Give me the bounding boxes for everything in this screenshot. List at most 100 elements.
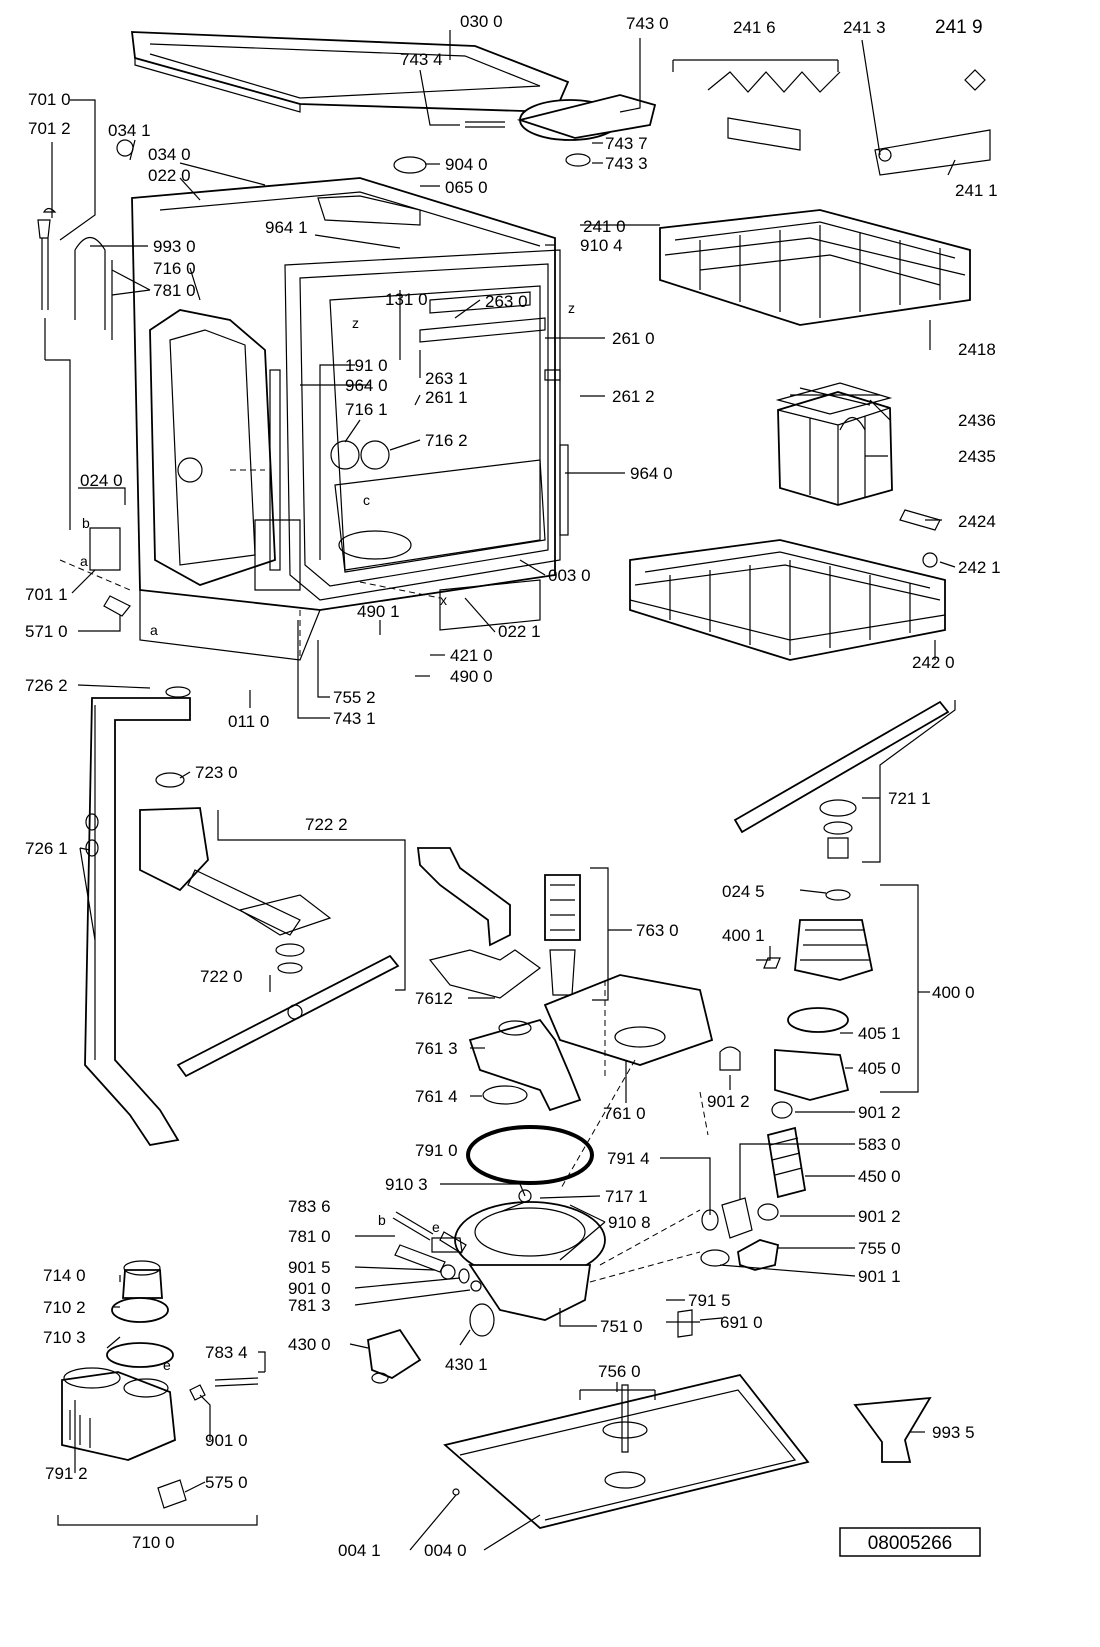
part-label: 034 0 bbox=[148, 145, 191, 164]
parts-drawing bbox=[37, 31, 991, 1529]
part-label: 034 1 bbox=[108, 121, 151, 140]
part-label: 691 0 bbox=[720, 1313, 763, 1332]
part-heater bbox=[677, 1101, 807, 1338]
part-label: 993 0 bbox=[153, 237, 196, 256]
ref-letter: x bbox=[440, 592, 447, 608]
part-label: 2435 bbox=[958, 447, 996, 466]
part-label: 421 0 bbox=[450, 646, 493, 665]
part-label: 400 1 bbox=[722, 926, 765, 945]
part-label: 400 0 bbox=[932, 983, 975, 1002]
part-label: 721 1 bbox=[888, 789, 931, 808]
part-label: 263 0 bbox=[485, 292, 528, 311]
part-label: 131 0 bbox=[385, 290, 428, 309]
part-label: 901 2 bbox=[707, 1092, 750, 1111]
ref-letter: b bbox=[82, 515, 90, 531]
part-label: 011 0 bbox=[228, 712, 269, 731]
part-label: 904 0 bbox=[445, 155, 488, 174]
part-label: 910 4 bbox=[580, 236, 623, 255]
document-number-box: 08005266 bbox=[839, 1527, 981, 1557]
part-label: 791 2 bbox=[45, 1464, 88, 1483]
part-worktop-lid bbox=[130, 31, 570, 113]
part-label: 761 3 bbox=[415, 1039, 458, 1058]
part-label: 430 0 bbox=[288, 1335, 331, 1354]
ref-letter: b bbox=[378, 1212, 386, 1228]
part-label: 726 2 bbox=[25, 676, 68, 695]
ref-letter: z bbox=[352, 315, 359, 331]
part-label: 065 0 bbox=[445, 178, 488, 197]
part-label: 751 0 bbox=[600, 1317, 643, 1336]
part-label: 781 3 bbox=[288, 1296, 331, 1315]
part-label: 743 0 bbox=[626, 14, 669, 33]
part-label: 743 4 bbox=[400, 50, 443, 69]
part-water-softener bbox=[61, 1260, 259, 1509]
part-label: 791 0 bbox=[415, 1141, 458, 1160]
part-label: 761 4 bbox=[415, 1087, 458, 1106]
part-label: 964 0 bbox=[345, 376, 388, 395]
part-label: 022 0 bbox=[148, 166, 191, 185]
part-label: 716 1 bbox=[345, 400, 388, 419]
part-743-distributor bbox=[317, 94, 657, 226]
part-430-valve bbox=[367, 1328, 422, 1384]
ref-letter: e bbox=[432, 1219, 440, 1235]
part-label: 022 1 bbox=[498, 622, 541, 641]
part-label: 575 0 bbox=[205, 1473, 248, 1492]
part-tub-frame bbox=[131, 177, 569, 661]
part-label: 263 1 bbox=[425, 369, 468, 388]
part-pump-assembly bbox=[719, 889, 874, 1101]
part-label: 717 1 bbox=[605, 1187, 648, 1206]
part-label: 910 8 bbox=[608, 1213, 651, 1232]
ref-letter: a bbox=[80, 553, 88, 569]
part-label: 241 9 bbox=[935, 17, 983, 38]
part-label: 901 5 bbox=[288, 1258, 331, 1277]
part-label: 490 0 bbox=[450, 667, 493, 686]
part-label: 405 0 bbox=[858, 1059, 901, 1078]
part-label: 241 3 bbox=[843, 18, 886, 37]
part-label: 571 0 bbox=[25, 622, 68, 641]
part-label: 755 0 bbox=[858, 1239, 901, 1258]
part-funnel bbox=[853, 1396, 932, 1463]
part-241-accessories bbox=[707, 69, 991, 176]
part-label: 7612 bbox=[415, 989, 453, 1008]
part-783-hose bbox=[392, 1211, 470, 1284]
part-seal-ring bbox=[466, 1125, 594, 1185]
part-label: 030 0 bbox=[460, 12, 503, 31]
part-label: 024 5 bbox=[722, 882, 765, 901]
part-label: 791 5 bbox=[688, 1291, 731, 1310]
part-label: 722 2 bbox=[305, 815, 348, 834]
part-label: 710 0 bbox=[132, 1533, 175, 1552]
part-label: 716 2 bbox=[425, 431, 468, 450]
part-2424-2421 bbox=[899, 509, 941, 568]
part-label: 701 2 bbox=[28, 119, 71, 138]
part-label: 783 4 bbox=[205, 1343, 248, 1362]
part-label: 490 1 bbox=[357, 602, 400, 621]
part-label: 583 0 bbox=[858, 1135, 901, 1154]
part-label: 241 1 bbox=[955, 181, 998, 200]
part-label: 726 1 bbox=[25, 839, 68, 858]
part-label: 241 6 bbox=[733, 18, 776, 37]
part-label: 910 3 bbox=[385, 1175, 428, 1194]
part-label: 241 0 bbox=[583, 217, 626, 236]
part-label: 743 7 bbox=[605, 134, 648, 153]
ref-letter: a bbox=[150, 622, 158, 638]
part-label: 261 1 bbox=[425, 388, 468, 407]
connection-dashes bbox=[59, 469, 709, 1283]
part-sump-filters bbox=[416, 847, 714, 1112]
part-label: 004 0 bbox=[424, 1541, 467, 1560]
part-label: 901 2 bbox=[858, 1207, 901, 1226]
part-label: 964 1 bbox=[265, 218, 308, 237]
part-inlet-hoses bbox=[37, 139, 134, 617]
part-label: 761 0 bbox=[603, 1104, 646, 1123]
part-label: 901 0 bbox=[205, 1431, 248, 1450]
part-upper-basket bbox=[659, 209, 971, 326]
ref-letter: z bbox=[568, 300, 575, 316]
part-label: 993 5 bbox=[932, 1423, 975, 1442]
part-label: 743 3 bbox=[605, 154, 648, 173]
leader-lines bbox=[51, 30, 956, 1551]
part-label: 781 0 bbox=[288, 1227, 331, 1246]
part-base-plate bbox=[443, 1373, 810, 1529]
part-spray-tube bbox=[84, 686, 191, 1146]
document-number: 08005266 bbox=[868, 1533, 953, 1554]
part-label: 191 0 bbox=[345, 356, 388, 375]
part-label: 2418 bbox=[958, 340, 996, 359]
